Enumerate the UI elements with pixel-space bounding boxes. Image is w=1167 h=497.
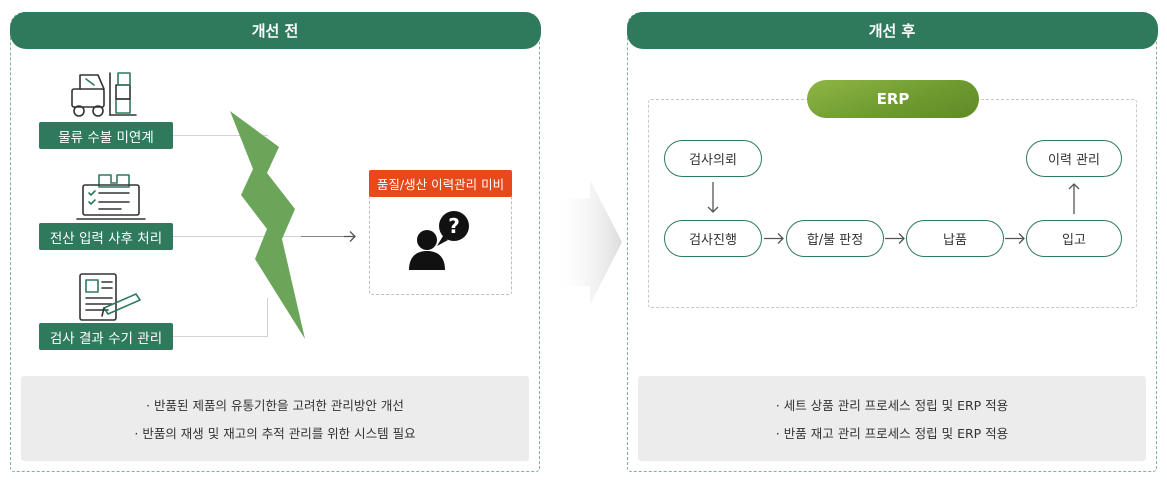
item-inspection-label: 검사 결과 수기 관리 xyxy=(39,323,173,350)
document-pen-icon xyxy=(68,272,148,324)
node-delivery: 납품 xyxy=(906,220,1004,257)
lightning-icon xyxy=(230,111,305,339)
node-pass-fail: 합/불 판정 xyxy=(786,220,884,257)
arrow-right-icon xyxy=(344,231,356,242)
note-line: · 세트 상품 관리 프로세스 정립 및 ERP 적용 xyxy=(775,398,1009,413)
connector-line xyxy=(173,236,346,237)
connector-line xyxy=(267,298,268,337)
note-line: · 반품의 재생 및 재고의 추적 관리를 위한 시스템 필요 xyxy=(134,426,416,441)
before-panel: 개선 전 물류 수불 미연계 전산 입력 사후 처리 xyxy=(9,11,541,472)
connector-arrow-line xyxy=(301,236,346,237)
arrow-right-icon xyxy=(764,233,784,244)
before-notes: · 반품된 제품의 유통기한을 고려한 관리방안 개선 · 반품의 재생 및 재… xyxy=(21,376,529,461)
connector-line xyxy=(173,336,268,337)
after-notes: · 세트 상품 관리 프로세스 정립 및 ERP 적용 · 반품 재고 관리 프… xyxy=(638,376,1146,461)
item-manual-input-label: 전산 입력 사후 처리 xyxy=(39,223,173,250)
arrow-down-icon xyxy=(707,182,719,213)
item-logistics-label: 물류 수불 미연계 xyxy=(39,122,173,149)
person-question-icon: ? xyxy=(409,211,469,270)
after-header: 개선 후 xyxy=(626,11,1158,49)
laptop-checklist-icon xyxy=(73,171,153,223)
node-inspection-progress: 검사진행 xyxy=(664,220,762,257)
arrow-up-icon xyxy=(1068,183,1080,214)
node-receiving: 입고 xyxy=(1026,220,1122,257)
transition-arrow-icon xyxy=(552,180,622,305)
svg-text:?: ? xyxy=(448,214,460,238)
node-inspection-request: 검사의뢰 xyxy=(664,140,762,177)
arrow-right-icon xyxy=(1005,233,1025,244)
result-title: 품질/생산 이력관리 미비 xyxy=(369,170,512,197)
note-line: · 반품 재고 관리 프로세스 정립 및 ERP 적용 xyxy=(775,426,1009,441)
note-line: · 반품된 제품의 유통기한을 고려한 관리방안 개선 xyxy=(146,398,404,413)
before-header: 개선 전 xyxy=(9,11,541,49)
forklift-icon xyxy=(66,69,146,121)
node-history-management: 이력 관리 xyxy=(1026,140,1122,177)
erp-process-area xyxy=(648,99,1137,308)
connector-line xyxy=(173,135,268,136)
after-panel: 개선 후 ERP 검사의뢰 검사진행 합/불 판정 납품 입고 이력 관리 · … xyxy=(626,11,1158,472)
arrow-right-icon xyxy=(885,233,905,244)
erp-badge: ERP xyxy=(807,80,979,118)
